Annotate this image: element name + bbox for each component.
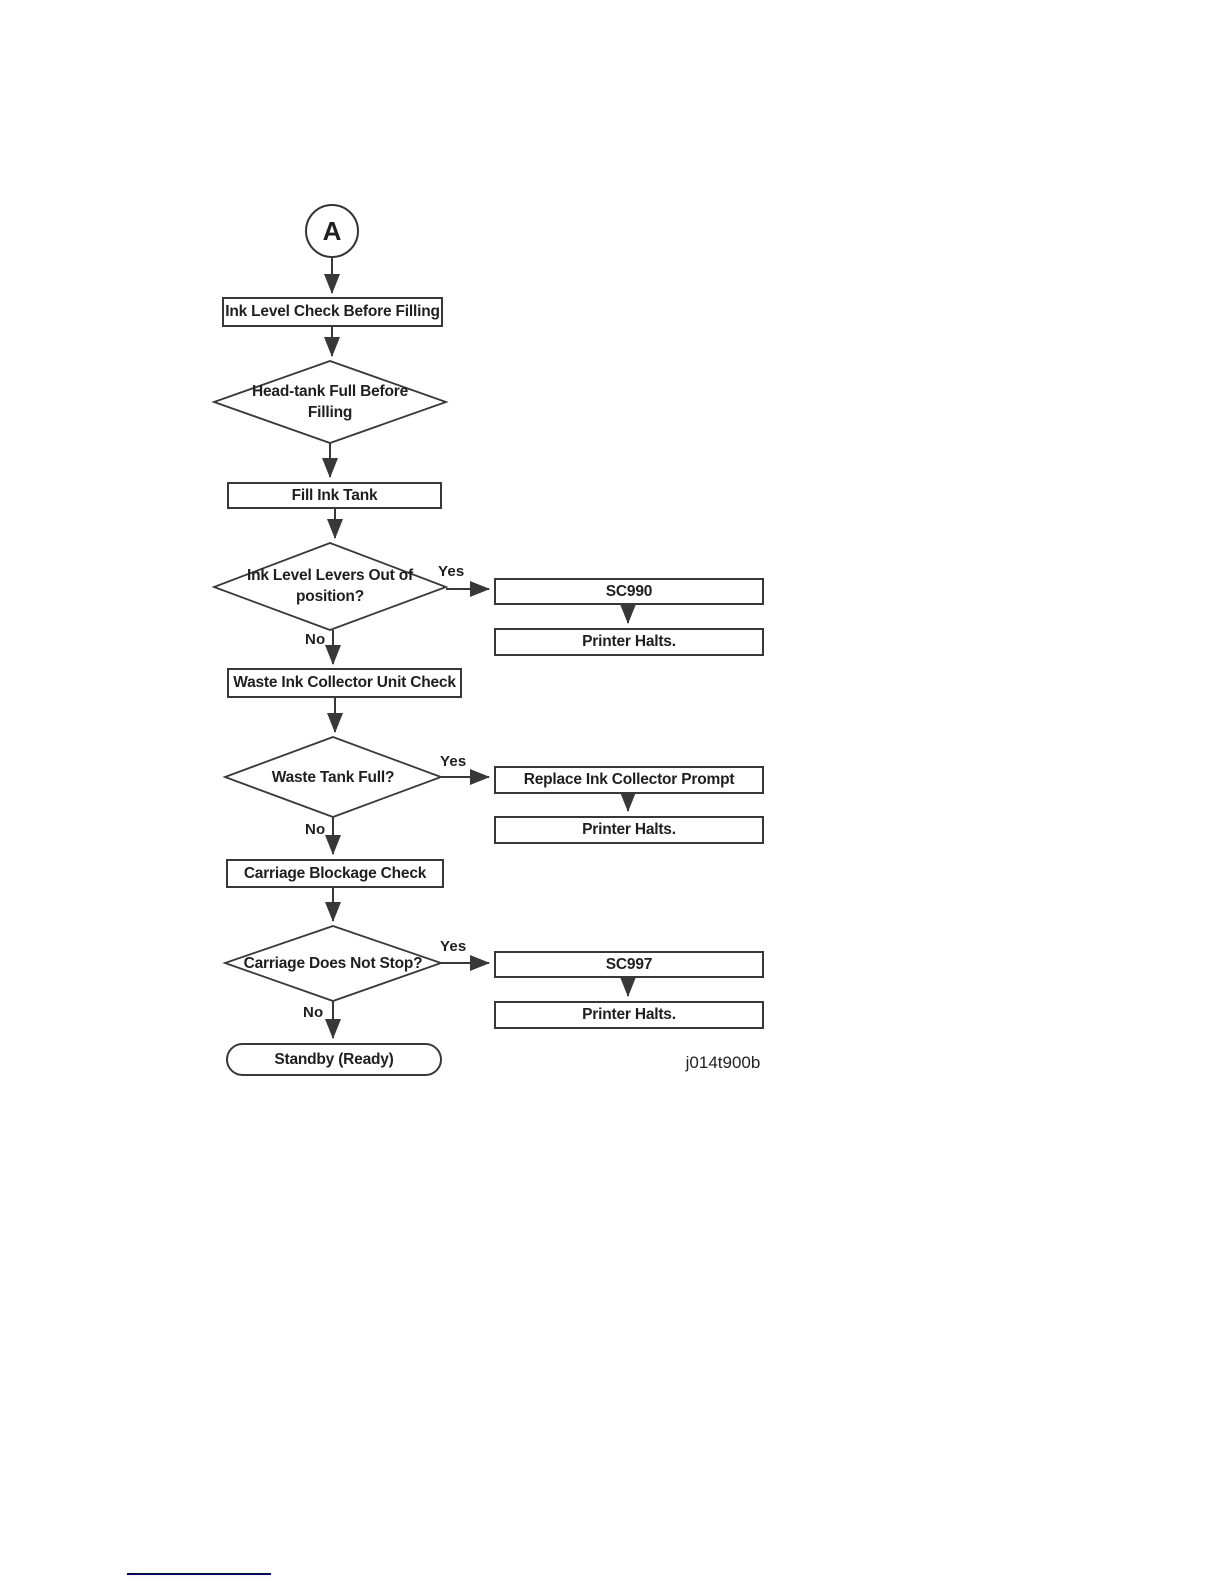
process-waste-collector-check-label: Waste Ink Collector Unit Check xyxy=(233,674,456,692)
branch-no-waste: No xyxy=(305,821,326,838)
result-printer-halts-3-label: Printer Halts. xyxy=(582,1006,676,1024)
result-printer-halts-2: Printer Halts. xyxy=(494,816,764,844)
connector-a: A xyxy=(305,204,359,258)
result-printer-halts-2-label: Printer Halts. xyxy=(582,821,676,839)
figure-code: j014t900b xyxy=(685,1053,761,1072)
process-carriage-blockage-check-label: Carriage Blockage Check xyxy=(243,864,427,882)
terminal-standby: Standby (Ready) xyxy=(226,1043,442,1076)
process-carriage-blockage-check: Carriage Blockage Check xyxy=(226,859,444,888)
result-printer-halts-3: Printer Halts. xyxy=(494,1001,764,1029)
process-waste-collector-check: Waste Ink Collector Unit Check xyxy=(227,668,462,698)
process-fill-ink-tank: Fill Ink Tank xyxy=(227,482,442,509)
result-sc990-label: SC990 xyxy=(605,582,653,600)
branch-yes-waste: Yes xyxy=(440,753,467,770)
process-ink-level-check-label: Ink Level Check Before Filling xyxy=(225,303,440,321)
decision-waste-tank-shape xyxy=(222,736,444,818)
decision-head-tank-shape xyxy=(211,360,449,444)
result-printer-halts-1-label: Printer Halts. xyxy=(582,633,676,651)
branch-yes-levers: Yes xyxy=(438,563,465,580)
terminal-standby-label: Standby (Ready) xyxy=(274,1050,394,1068)
process-fill-ink-tank-label: Fill Ink Tank xyxy=(291,486,378,504)
connector-a-label: A xyxy=(322,215,342,246)
bottom-link-rule[interactable] xyxy=(127,1573,271,1575)
branch-yes-carriage: Yes xyxy=(440,938,467,955)
result-sc997: SC997 xyxy=(494,951,764,978)
result-replace-collector-label: Replace Ink Collector Prompt xyxy=(523,771,735,789)
process-ink-level-check: Ink Level Check Before Filling xyxy=(222,297,443,327)
branch-no-carriage: No xyxy=(303,1004,324,1021)
branch-no-levers: No xyxy=(305,631,326,648)
decision-carriage-stop-shape xyxy=(222,925,444,1002)
result-printer-halts-1: Printer Halts. xyxy=(494,628,764,656)
result-sc997-label: SC997 xyxy=(605,955,653,973)
decision-ink-levers-shape xyxy=(211,542,449,631)
result-sc990: SC990 xyxy=(494,578,764,605)
result-replace-collector: Replace Ink Collector Prompt xyxy=(494,766,764,794)
